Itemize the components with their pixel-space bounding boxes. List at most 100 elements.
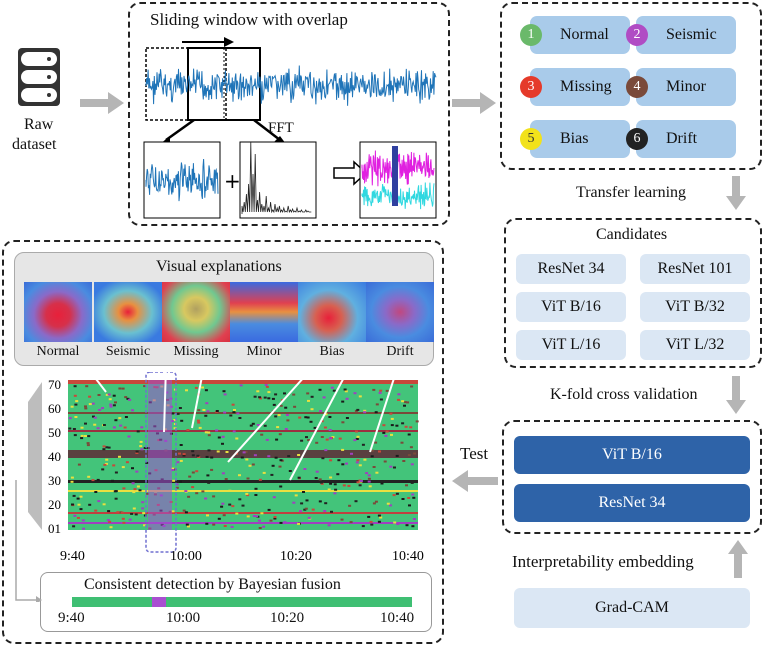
anomaly-cell	[396, 523, 400, 525]
anomaly-cell	[309, 420, 313, 423]
anomaly-cell	[187, 495, 191, 498]
anomaly-cell	[404, 425, 408, 428]
anomaly-cell	[278, 465, 282, 468]
anomaly-cell	[132, 507, 136, 510]
anomaly-cell	[271, 464, 275, 467]
anomaly-cell	[389, 504, 392, 507]
anomaly-cell	[349, 521, 353, 524]
anomaly-cell	[143, 385, 147, 388]
anomaly-cell	[141, 501, 145, 504]
anomaly-cell	[367, 480, 371, 483]
candidate-model: ResNet 34	[516, 254, 626, 284]
anomaly-cell	[109, 403, 113, 406]
anomaly-cell	[114, 419, 118, 422]
anomaly-cell	[80, 437, 84, 440]
anomaly-band	[68, 450, 418, 458]
anomaly-cell	[321, 457, 325, 460]
anomaly-cell	[307, 516, 311, 519]
anomaly-cell	[118, 387, 122, 390]
anomaly-cell	[382, 424, 386, 427]
anomaly-cell	[84, 405, 87, 408]
class-number-badge: 4	[626, 76, 648, 98]
anomaly-cell	[392, 494, 396, 497]
x-tick-label: 10:20	[280, 549, 312, 564]
anomaly-cell	[267, 508, 271, 511]
anomaly-cell	[246, 477, 250, 480]
anomaly-cell	[70, 480, 74, 483]
anomaly-cell	[140, 448, 144, 451]
anomaly-cell	[367, 477, 371, 480]
pointer-line	[191, 365, 205, 429]
anomaly-cell	[242, 451, 246, 454]
anomaly-cell	[245, 492, 249, 495]
anomaly-cell	[298, 416, 302, 419]
anomaly-cell	[297, 454, 301, 456]
anomaly-cell	[302, 491, 305, 493]
anomaly-cell	[258, 478, 262, 481]
anomaly-cell	[176, 461, 180, 464]
anomaly-cell	[409, 426, 413, 429]
anomaly-cell	[276, 426, 280, 429]
anomaly-cell	[306, 416, 310, 419]
anomaly-cell	[175, 486, 179, 489]
anomaly-cell	[341, 421, 345, 424]
anomaly-cell	[223, 393, 227, 396]
anomaly-cell	[407, 454, 411, 457]
anomaly-cell	[386, 502, 390, 505]
anomaly-cell	[205, 402, 209, 405]
anomaly-cell	[184, 511, 188, 514]
anomaly-cell	[271, 397, 275, 400]
anomaly-cell	[145, 461, 149, 464]
anomaly-cell	[283, 521, 287, 524]
anomaly-cell	[112, 464, 116, 467]
side-shade	[28, 382, 42, 530]
anomaly-cell	[383, 460, 387, 463]
anomaly-cell	[325, 438, 329, 441]
fusion-connector	[14, 480, 42, 604]
anomaly-cell	[191, 450, 195, 453]
anomaly-cell	[191, 454, 195, 457]
anomaly-cell	[314, 477, 318, 479]
anomaly-cell	[252, 515, 256, 517]
anomaly-cell	[97, 394, 101, 396]
anomaly-cell	[304, 507, 308, 510]
anomaly-cell	[124, 396, 128, 399]
anomaly-cell	[206, 410, 210, 413]
anomaly-cell	[118, 455, 121, 458]
anomaly-cell	[341, 400, 345, 403]
anomaly-cell	[341, 448, 345, 451]
anomaly-cell	[130, 512, 134, 515]
anomaly-cell	[68, 427, 72, 430]
anomaly-cell	[306, 392, 310, 395]
anomaly-cell	[245, 458, 249, 461]
anomaly-cell	[134, 513, 138, 516]
anomaly-cell	[223, 411, 227, 414]
y-tick-label: 70	[48, 377, 61, 392]
seismic-column	[148, 380, 172, 530]
anomaly-cell	[79, 495, 83, 498]
anomaly-cell	[94, 509, 98, 512]
anomaly-cell	[354, 500, 358, 503]
anomaly-cell	[114, 490, 118, 493]
anomaly-cell	[340, 518, 344, 521]
fusion-seismic-segment	[152, 597, 166, 607]
anomaly-cell	[350, 452, 353, 455]
anomaly-cell	[112, 404, 116, 407]
gradcam-label: Grad-CAM	[595, 599, 669, 616]
anomaly-cell	[304, 416, 308, 419]
y-tick-label: 20	[48, 497, 61, 512]
anomaly-cell	[118, 417, 122, 420]
anomaly-cell	[98, 409, 102, 411]
anomaly-cell	[179, 480, 182, 483]
anomaly-cell	[356, 481, 360, 484]
y-tick-label: 40	[48, 449, 61, 464]
anomaly-band	[68, 412, 418, 414]
anomaly-cell	[368, 485, 372, 488]
model-vit-b16: ViT B/16	[514, 436, 750, 474]
anomaly-cell	[217, 436, 221, 439]
anomaly-cell	[343, 388, 347, 391]
anomaly-cell	[411, 493, 415, 496]
anomaly-cell	[123, 426, 127, 429]
anomaly-cell	[395, 454, 399, 457]
